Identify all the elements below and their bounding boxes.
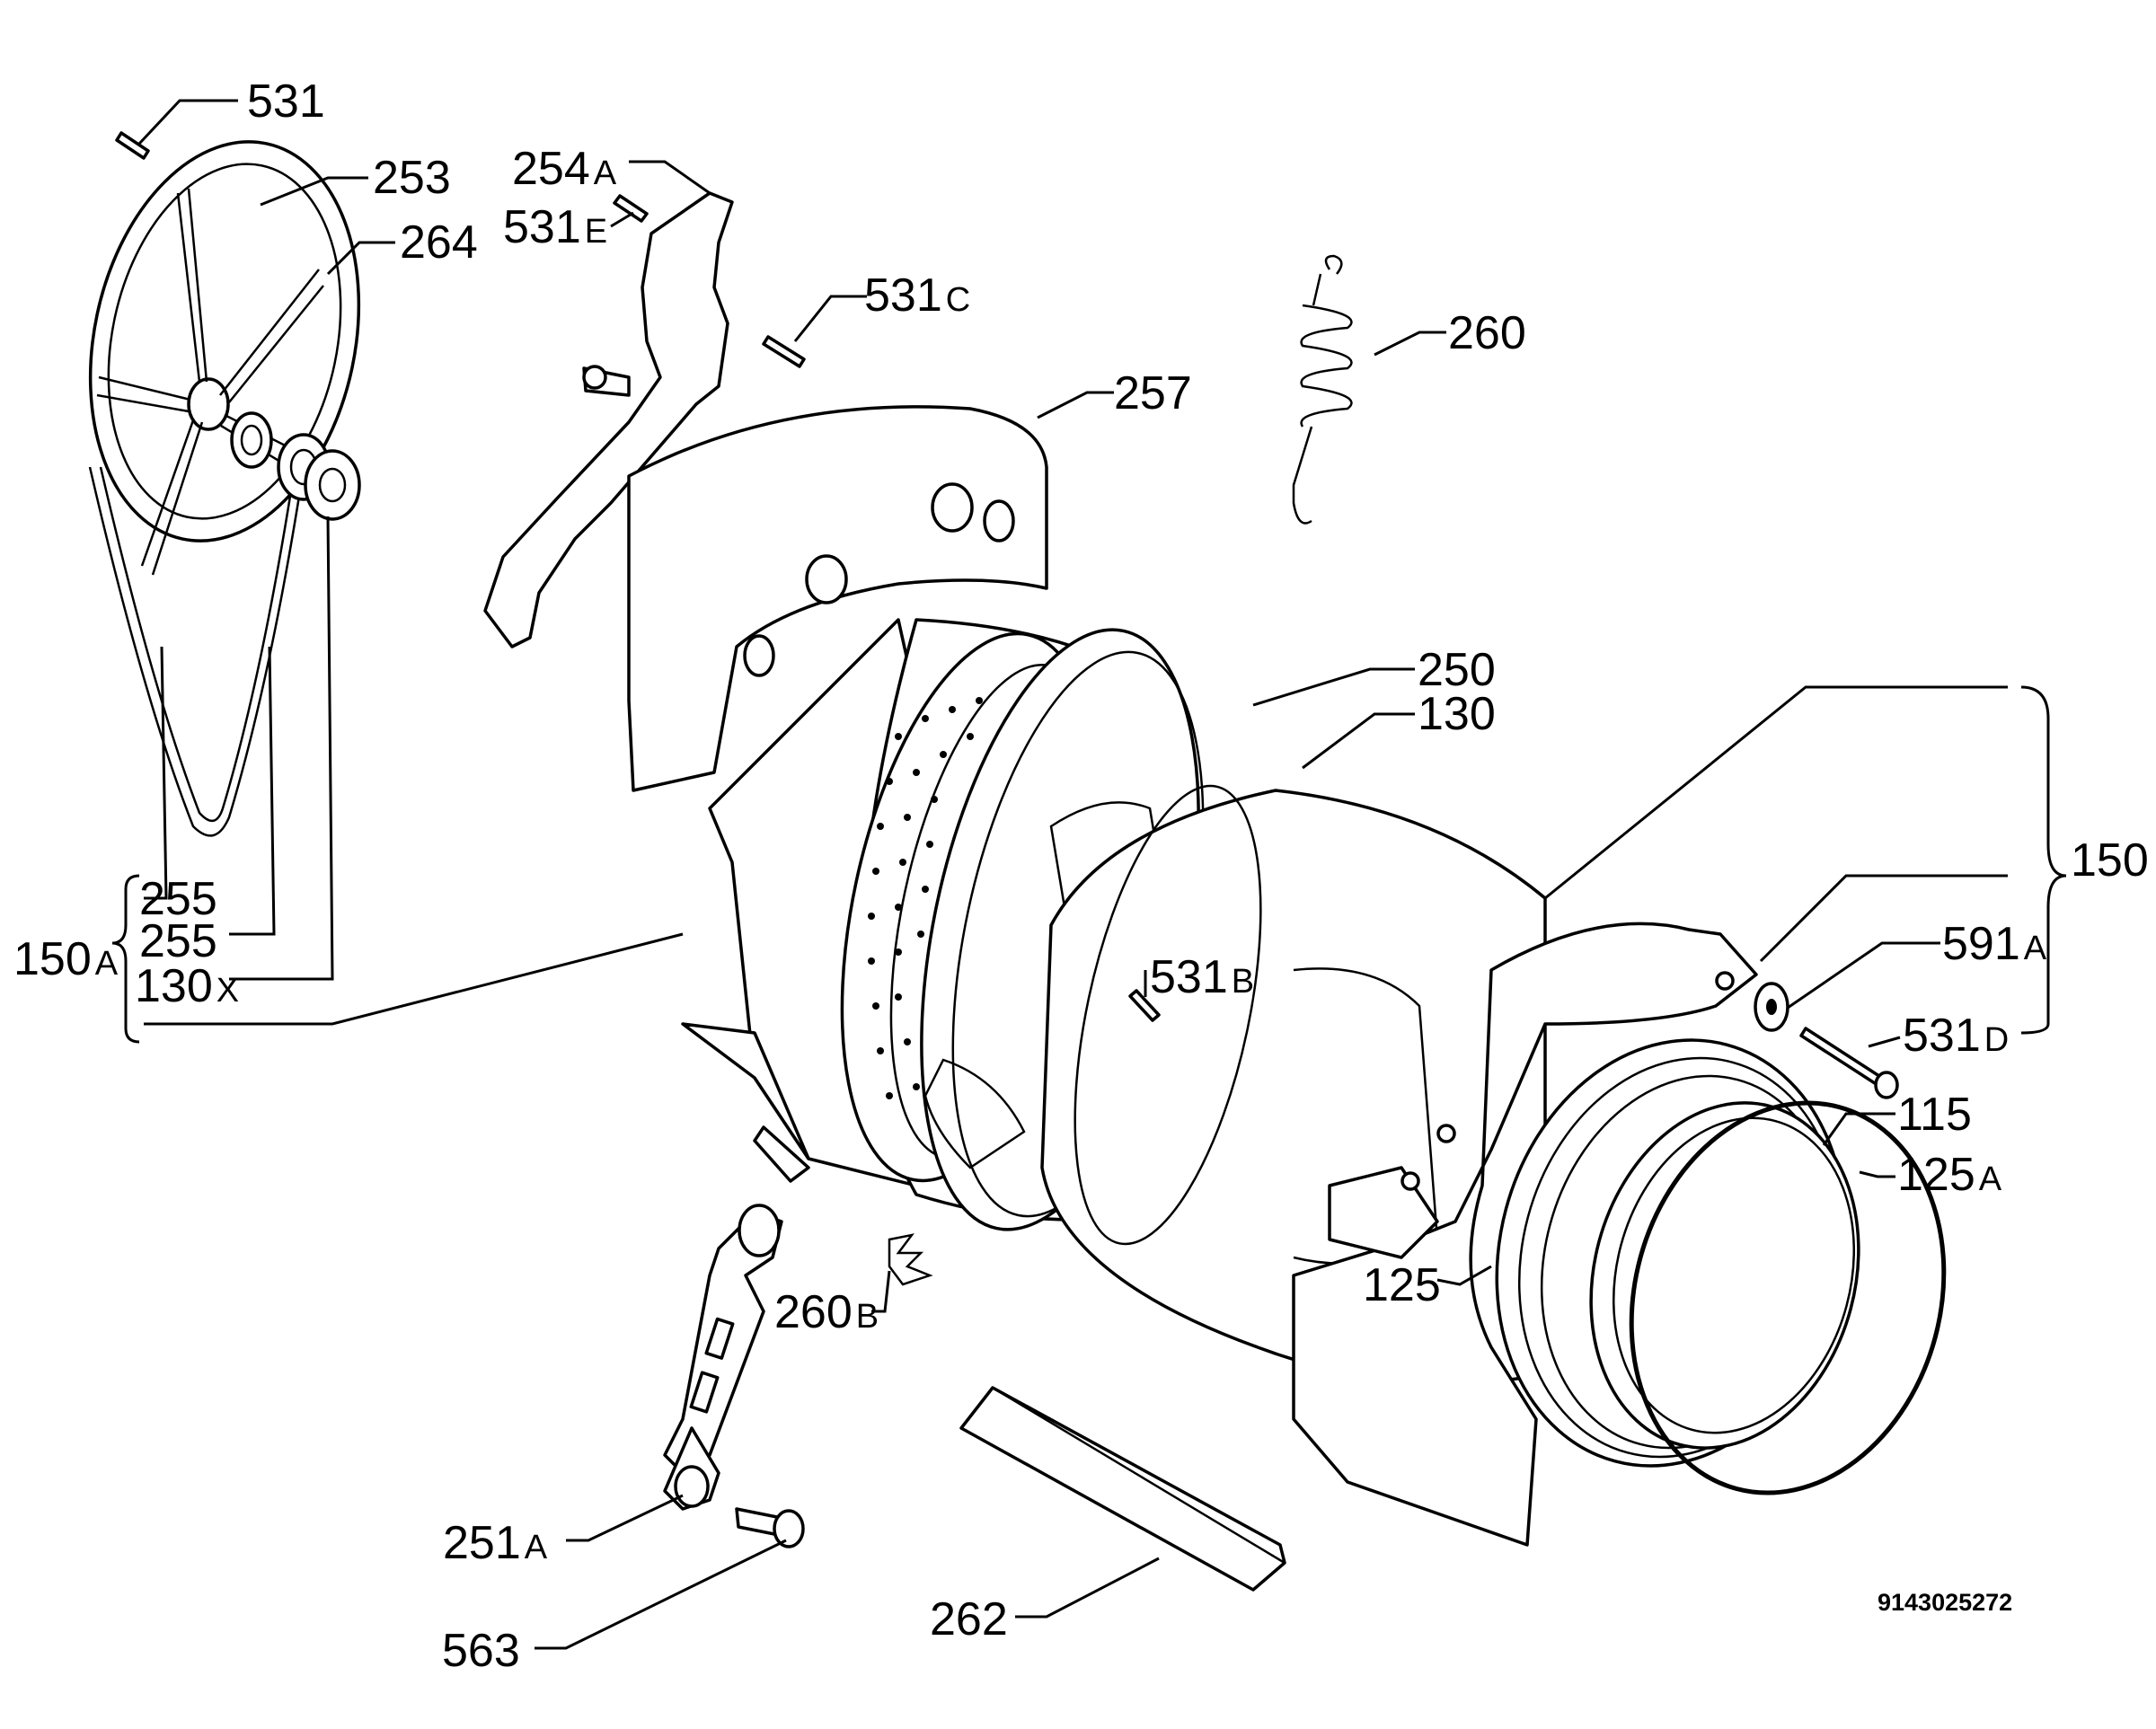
bracket-150a (111, 874, 140, 1044)
bolt-531d (1799, 1027, 1899, 1099)
label-125: 125 (1363, 1259, 1441, 1311)
label-264: 264 (400, 216, 478, 269)
door-seal (1495, 1038, 1860, 1468)
drive-belt (88, 466, 303, 837)
label-253: 253 (373, 152, 451, 204)
screw-531b (1128, 989, 1161, 1022)
drum-spider-arm (483, 191, 734, 648)
label-563: 563 (442, 1625, 520, 1677)
label-262: 262 (930, 1593, 1008, 1645)
front-tub-flange (1292, 922, 1758, 1547)
bearing-parts (230, 411, 361, 521)
shock-absorber (663, 1204, 783, 1511)
pin-563 (735, 1507, 805, 1548)
clip-260b (888, 1233, 933, 1286)
drum-paddle-262 (959, 1386, 1286, 1592)
label-260: 260 (1448, 307, 1526, 359)
label-130: 130 (1418, 688, 1496, 740)
label-250: 250 (1418, 644, 1496, 696)
label-531: 531 (247, 75, 325, 128)
screw-531e (613, 194, 649, 223)
counterweight (627, 405, 1048, 792)
washer-591a (1754, 982, 1789, 1032)
bracket-150 (2020, 685, 2067, 1035)
screw-531 (115, 131, 150, 160)
label-115: 115 (1897, 1089, 1972, 1141)
drawing-code: 9143025272 (1878, 1589, 2012, 1616)
leader-lines (137, 99, 2008, 1650)
label-255-top: 255 (139, 873, 217, 925)
label-257: 257 (1114, 367, 1192, 419)
drum-perforations (868, 697, 983, 1099)
seal-clamp-ring (1629, 1100, 1947, 1495)
label-150: 150 (2071, 834, 2149, 887)
suspension-spring (1292, 254, 1353, 525)
label-255-bottom: 255 (139, 915, 217, 967)
screw-531c (762, 335, 806, 368)
